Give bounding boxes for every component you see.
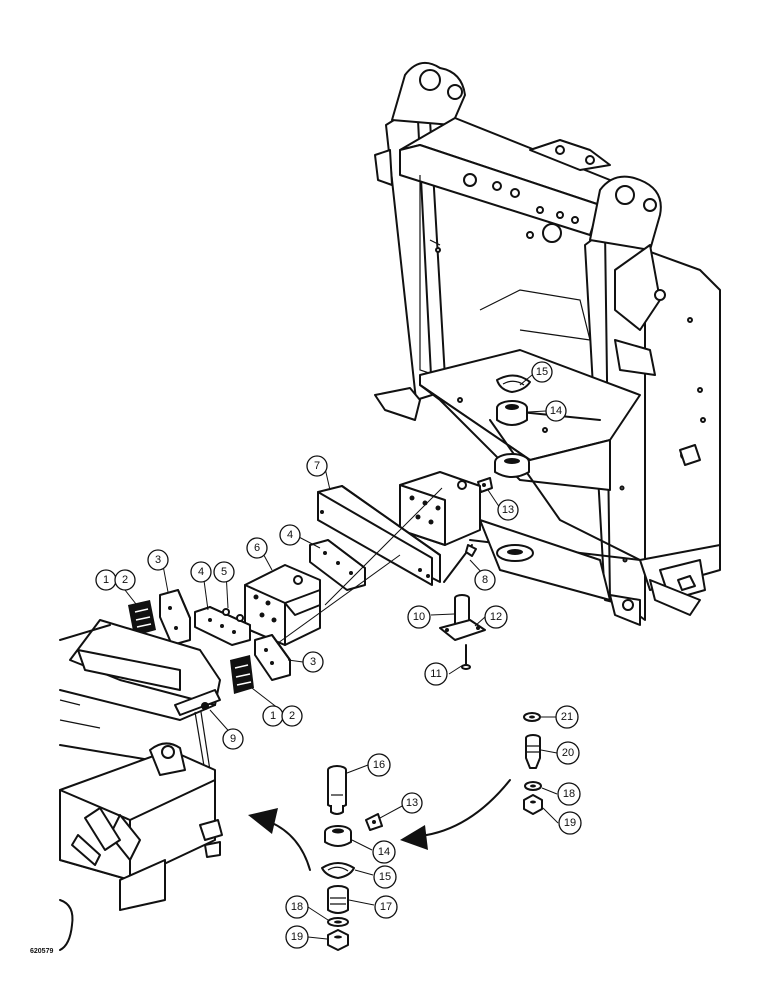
shims-1-2-upper (128, 600, 156, 636)
callout-16: 16 (367, 753, 391, 777)
svg-text:2: 2 (122, 574, 128, 586)
svg-text:6: 6 (254, 542, 260, 554)
svg-text:1: 1 (103, 574, 109, 586)
ring-21 (523, 712, 541, 722)
svg-text:19: 19 (564, 817, 576, 829)
loader-frame (374, 61, 721, 626)
callout-10: 10 (407, 605, 431, 629)
arrow-to-hardware (400, 779, 511, 850)
callout-14-upper: 14 (545, 400, 567, 422)
callout-17: 17 (374, 895, 398, 919)
bolt-8 (443, 544, 477, 583)
callout-6: 6 (246, 537, 268, 559)
callout-11: 11 (424, 662, 448, 686)
svg-text:16: 16 (373, 759, 385, 771)
callout-20: 20 (556, 741, 580, 765)
svg-text:14: 14 (550, 405, 562, 417)
svg-text:4: 4 (287, 529, 293, 541)
svg-text:21: 21 (561, 711, 573, 723)
svg-text:4: 4 (198, 566, 204, 578)
svg-text:18: 18 (563, 788, 575, 800)
svg-text:15: 15 (379, 871, 391, 883)
callout-4-left: 4 (190, 561, 212, 583)
callout-13-upper: 13 (497, 499, 519, 521)
pin-16 (327, 765, 347, 815)
callout-19-lower: 19 (285, 925, 309, 949)
washer-18-right (524, 781, 542, 791)
callout-12: 12 (484, 605, 508, 629)
capscrew-11 (461, 644, 471, 670)
callout-3-lower: 3 (302, 651, 324, 673)
callout-1-upper: 1 (95, 569, 117, 591)
callout-15-upper: 15 (531, 361, 553, 383)
callout-1-lower: 1 (262, 705, 284, 727)
callout-19-right: 19 (558, 811, 582, 835)
svg-text:3: 3 (155, 554, 161, 566)
nut-19-right (523, 794, 543, 815)
bushing-14 (324, 825, 352, 847)
svg-text:11: 11 (430, 668, 441, 680)
callout-3-upper: 3 (147, 549, 169, 571)
nut-19 (327, 929, 349, 951)
callout-9: 9 (222, 728, 244, 750)
svg-text:5: 5 (221, 566, 227, 578)
svg-text:8: 8 (482, 574, 488, 586)
washer-18 (327, 917, 349, 927)
callout-15-lower: 15 (373, 865, 397, 889)
svg-text:13: 13 (406, 797, 418, 809)
callout-5: 5 (213, 561, 235, 583)
svg-text:3: 3 (310, 656, 316, 668)
pivot-pin-10 (439, 594, 486, 641)
figure-id: 620579 (30, 948, 54, 955)
clamp-block-6 (244, 564, 321, 646)
plate-4-right (309, 539, 366, 591)
shims-1-2-lower (230, 655, 254, 694)
svg-text:18: 18 (291, 901, 303, 913)
callout-7: 7 (306, 455, 328, 477)
plate-3-lower (254, 634, 291, 681)
callout-4-right: 4 (279, 524, 301, 546)
svg-text:12: 12 (490, 611, 502, 623)
grease-fitting-13 (365, 813, 383, 831)
callout-13-lower: 13 (401, 792, 423, 814)
plate-3-upper (159, 589, 191, 646)
plate-4-left (194, 606, 251, 646)
callout-14-lower: 14 (372, 840, 396, 864)
lower-frame (59, 619, 223, 951)
callout-2-lower: 2 (281, 705, 303, 727)
callout-18-lower: 18 (285, 895, 309, 919)
callout-2-upper: 2 (114, 569, 136, 591)
svg-text:7: 7 (314, 460, 320, 472)
sleeve-17 (327, 885, 349, 914)
upper-retaining-ring (496, 374, 531, 393)
svg-text:17: 17 (380, 901, 392, 913)
svg-text:13: 13 (502, 504, 514, 516)
svg-text:9: 9 (230, 733, 236, 745)
svg-text:10: 10 (413, 611, 425, 623)
svg-text:15: 15 (536, 366, 548, 378)
svg-text:20: 20 (562, 747, 574, 759)
callout-21: 21 (555, 705, 579, 729)
upper-bushing (496, 400, 528, 426)
svg-text:14: 14 (378, 846, 390, 858)
callout-18-right: 18 (557, 782, 581, 806)
callout-8: 8 (474, 569, 496, 591)
svg-text:2: 2 (289, 710, 295, 722)
svg-text:19: 19 (291, 931, 303, 943)
retaining-ring-15 (321, 862, 355, 879)
arrow-to-lower-frame (248, 808, 311, 871)
svg-text:1: 1 (270, 710, 276, 722)
pin-20 (525, 734, 541, 769)
clamp-block-on-frame (399, 471, 481, 546)
